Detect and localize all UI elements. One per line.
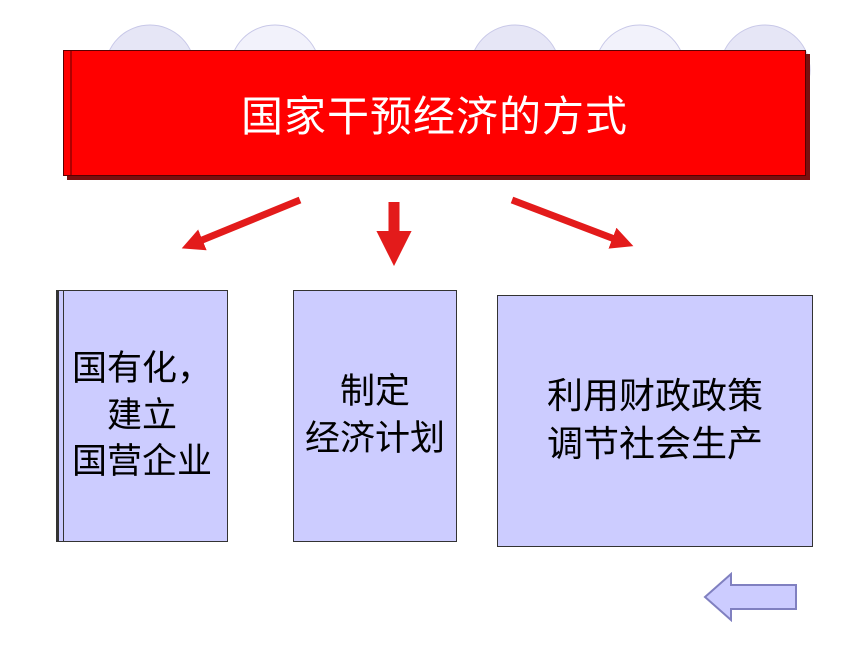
arrow-right (510, 196, 634, 249)
box-economic-plan-text: 制定 经济计划 (304, 372, 445, 459)
box-fiscal-policy-text: 利用财政政策 调节社会生产 (546, 376, 763, 465)
box-nationalization-text: 国有化， 建立 国营企业 (71, 349, 212, 483)
box-nationalization: 国有化， 建立 国营企业 (56, 290, 228, 542)
box-fiscal-policy: 利用财政政策 调节社会生产 (497, 295, 813, 547)
diagram-title: 国家干预经济的方式 (240, 91, 628, 141)
box-economic-plan: 制定 经济计划 (293, 290, 457, 542)
arrow-left (181, 196, 302, 251)
back-arrow-icon[interactable] (703, 572, 799, 622)
title-box: 国家干预经济的方式 (63, 50, 806, 176)
